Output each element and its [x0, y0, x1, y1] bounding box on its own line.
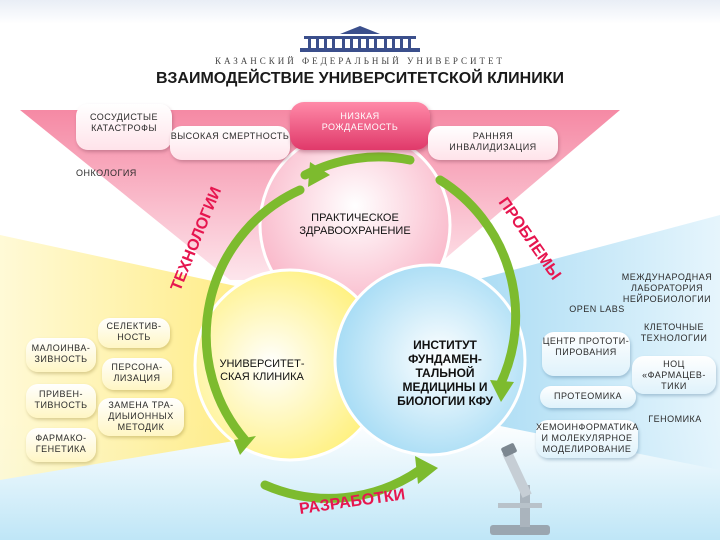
circle-institute: ИНСТИТУТ ФУНДАМЕН-ТАЛЬНОЙ МЕДИЦИНЫ И БИО… [390, 338, 500, 408]
item-clinical-tech: КЛЕТОЧНЫЕ ТЕХНОЛОГИИ [632, 322, 716, 344]
item-selectivity: СЕЛЕКТИВ-НОСТЬ [98, 318, 170, 348]
item-low-invasive: МАЛОИНВА-ЗИВНОСТЬ [26, 338, 96, 372]
item-replacement: ЗАМЕНА ТРА-ДИЫИОННЫХ МЕТОДИК [98, 398, 184, 436]
item-open-labs: OPEN LABS [552, 304, 642, 315]
item-neuro-lab: МЕЖДУНАРОДНАЯ ЛАБОРАТОРИЯ НЕЙРОБИОЛОГИИ [620, 272, 714, 305]
circle-clinic: УНИВЕРСИТЕТ-СКАЯ КЛИНИКА [212, 358, 312, 384]
arc-development: РАЗРАБОТКИ [298, 486, 406, 518]
item-noc: НОЦ «ФАРМАЦЕВ-ТИКИ [632, 356, 716, 394]
arc-problems: ПРОБЛЕМЫ [495, 195, 564, 284]
item-preventive: ПРИВЕН-ТИВНОСТЬ [26, 384, 96, 418]
item-personalization: ПЕРСОНА-ЛИЗАЦИЯ [102, 358, 172, 390]
item-prototyping: ЦЕНТР ПРОТОТИ-ПИРОВАНИЯ [542, 332, 630, 376]
circle-practice: ПРАКТИЧЕСКОЕ ЗДРАВООХРАНЕНИЕ [285, 212, 425, 238]
item-cheminformatics: ХЕМОИНФОРМАТИКА И МОЛЕКУЛЯРНОЕ МОДЕЛИРОВ… [536, 420, 638, 458]
arc-technologies: ТЕХНОЛОГИИ [168, 185, 225, 294]
item-proteomics: ПРОТЕОМИКА [540, 386, 636, 408]
item-pharmacogenetics: ФАРМАКО-ГЕНЕТИКА [26, 428, 96, 462]
item-genomics: ГЕНОМИКА [640, 414, 710, 425]
